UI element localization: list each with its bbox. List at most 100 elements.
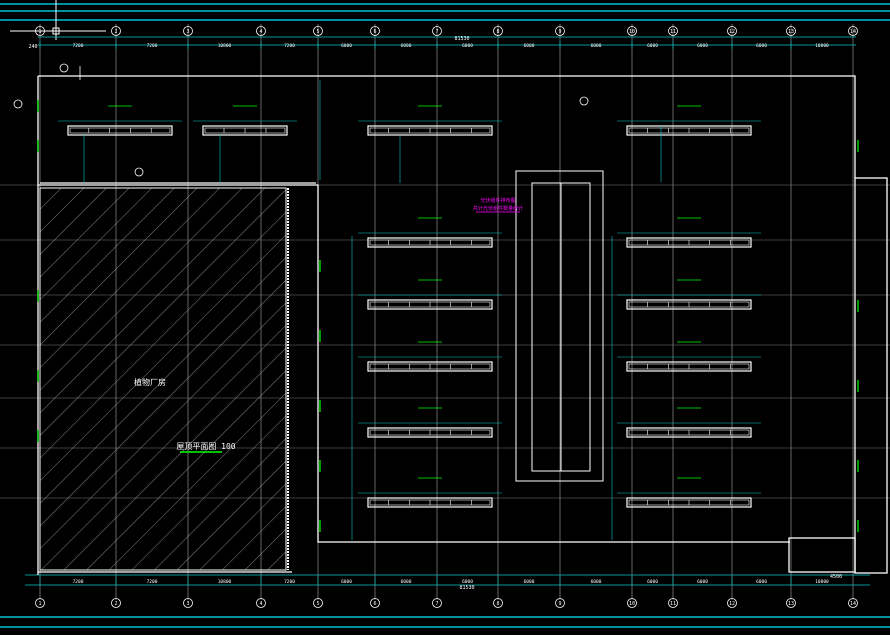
ucs-cursor-icon[interactable] — [10, 0, 106, 40]
axis-label: 3 — [186, 29, 189, 35]
axis-bubble-icon — [313, 598, 323, 608]
axis-bubble-icon — [627, 26, 637, 36]
building-outline — [37, 75, 888, 575]
axis-label: 12 — [729, 29, 735, 35]
axis-label: 1 — [38, 29, 41, 35]
solar-panel-row — [358, 477, 502, 508]
axis-label: 12 — [729, 601, 735, 607]
axis-label: 8 — [496, 29, 499, 35]
axis-label: 5 — [316, 601, 319, 607]
axis-bubble-icon — [111, 598, 121, 608]
axis-bubble-icon — [727, 598, 737, 608]
dimension-label: 6000 — [591, 579, 602, 585]
axis-label: 11 — [670, 29, 676, 35]
top-dimension-chain — [38, 36, 856, 46]
solar-panel-row — [358, 341, 502, 372]
axis-label: 3 — [186, 601, 189, 607]
highlight-annotation-line2: 共计光伏组件数量统计 — [473, 205, 523, 212]
axis-bubble-icon — [555, 26, 565, 36]
left-edge-dimension: 240 — [28, 44, 37, 50]
axis-label: 1 — [38, 601, 41, 607]
axis-bubble-icon — [432, 598, 442, 608]
axis-bubble-icon — [727, 26, 737, 36]
axis-bubble-icon — [256, 26, 266, 36]
solar-panel-row — [617, 217, 761, 248]
axis-label: 10 — [629, 29, 635, 35]
dimension-label: 6000 — [756, 43, 767, 49]
axis-label: 4 — [259, 601, 262, 607]
axis-label: 6 — [373, 29, 376, 35]
solar-panel-row — [617, 279, 761, 310]
solar-panel-row — [58, 105, 182, 136]
solar-panel-row — [617, 105, 761, 136]
axis-bubble-icon — [256, 598, 266, 608]
section-cut-icon[interactable] — [13, 63, 589, 177]
axis-label: 9 — [558, 601, 561, 607]
dimension-label: 6000 — [401, 579, 412, 585]
axis-bubble-icon — [35, 598, 45, 608]
hatched-room-name: 植物厂房 — [134, 377, 166, 387]
axis-bubble-icon — [183, 598, 193, 608]
axis-label: 10 — [629, 601, 635, 607]
axis-label: 9 — [558, 29, 561, 35]
dimension-label: 6000 — [462, 579, 473, 585]
dimension-label: 6000 — [524, 579, 535, 585]
dimension-label: 6000 — [697, 579, 708, 585]
axis-bubble-icon — [786, 26, 796, 36]
axis-label: 6 — [373, 601, 376, 607]
axis-bubble-icon — [35, 26, 45, 36]
axis-bubble-icon — [848, 598, 858, 608]
hatched-room-note: 屋顶平面图 100 — [176, 442, 235, 451]
axis-label: 2 — [114, 601, 117, 607]
solar-panel-row — [358, 279, 502, 310]
dimension-label: 6000 — [341, 579, 352, 585]
axis-bubble-icon — [555, 598, 565, 608]
dimension-label: 7200 — [73, 43, 84, 49]
axis-label: 5 — [316, 29, 319, 35]
dimension-label: 6000 — [647, 579, 658, 585]
axis-bubble-icon — [668, 598, 678, 608]
top-frame-lines — [0, 3, 890, 21]
axis-bubble-icon — [183, 26, 193, 36]
dimension-label: 6000 — [462, 43, 473, 49]
axis-label: 13 — [788, 29, 794, 35]
axis-bubble-icon — [668, 26, 678, 36]
axis-label: 14 — [850, 29, 856, 35]
axis-bubble-icon — [493, 26, 503, 36]
dimension-label: 7200 — [73, 579, 84, 585]
axis-bubble-icon — [627, 598, 637, 608]
solar-panel-row — [358, 407, 502, 438]
bottom-total-dimension: 81530 — [459, 585, 474, 591]
solar-panel-row — [193, 105, 297, 136]
bottom-dimension-chain — [25, 574, 870, 586]
highlight-annotation-line1: 光伏组件排布图 — [480, 197, 515, 204]
axis-label: 7 — [435, 601, 438, 607]
dimension-label: 10800 — [815, 43, 829, 49]
dimension-label: 6000 — [756, 579, 767, 585]
axis-bubble-icon — [111, 26, 121, 36]
axis-label: 11 — [670, 601, 676, 607]
axis-bubble-icon — [370, 598, 380, 608]
axis-bubble-icon — [313, 26, 323, 36]
top-total-dimension: 81530 — [454, 36, 469, 42]
axis-label: 14 — [850, 601, 856, 607]
dimension-label: 6000 — [401, 43, 412, 49]
solar-panel-row — [358, 105, 502, 136]
dimension-label: 10800 — [218, 43, 232, 49]
dimension-label: 6000 — [591, 43, 602, 49]
dimension-label: 7200 — [147, 579, 158, 585]
dimension-label: 10800 — [815, 579, 829, 585]
axis-bubble-icon — [370, 26, 380, 36]
solar-panel-row — [617, 341, 761, 372]
axis-bubble-icon — [493, 598, 503, 608]
dimension-label: 6000 — [524, 43, 535, 49]
bottom-frame-lines — [0, 616, 890, 628]
dimension-label: 6000 — [341, 43, 352, 49]
solar-panel-row — [617, 407, 761, 438]
dimension-label: 10800 — [218, 579, 232, 585]
